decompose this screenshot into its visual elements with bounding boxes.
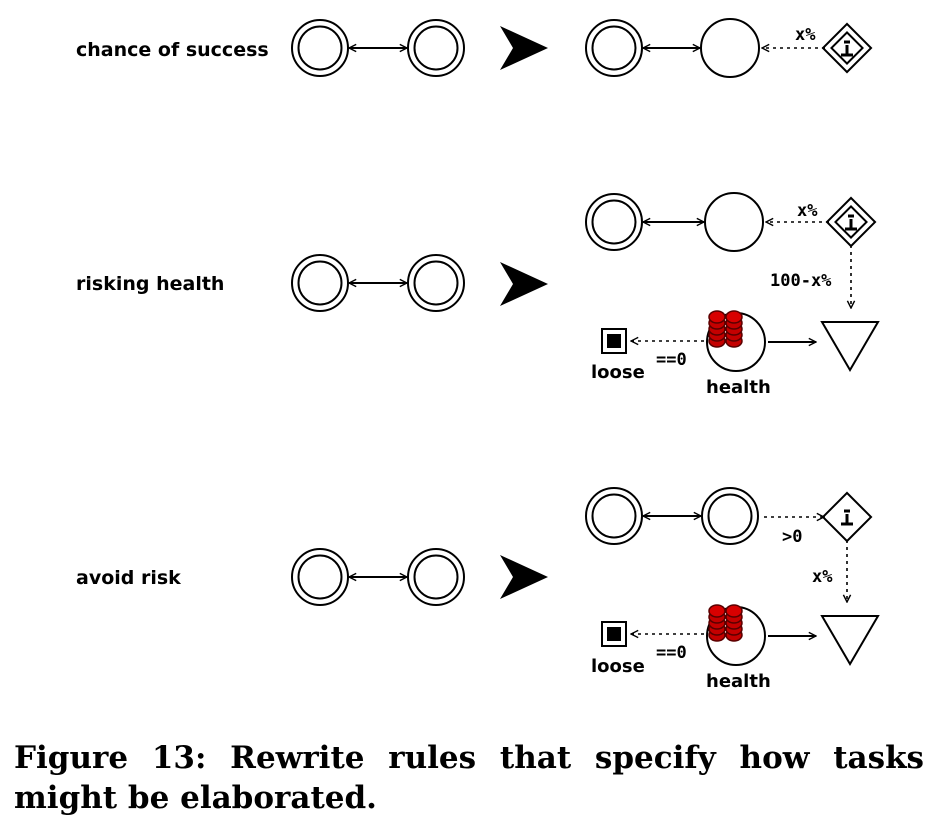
health-tokens-a: [708, 310, 726, 348]
rule-label: avoid risk: [76, 567, 181, 589]
caption-line-1: Figure 13: Rewrite rules that specify ho…: [14, 740, 924, 776]
caption-line-2: might be elaborated.: [14, 780, 377, 816]
rule-label: risking health: [76, 273, 224, 295]
drain-node: [821, 321, 879, 371]
rhs-pool-b: [701, 487, 759, 545]
lose-label: loose: [591, 362, 645, 383]
rewrite-arrow-icon: [500, 26, 548, 70]
lhs-pool-b: [407, 19, 465, 77]
rule-label: chance of success: [76, 39, 269, 61]
health-tokens-b: [725, 604, 743, 642]
lhs-pool-b: [407, 254, 465, 312]
lose-end-node: [601, 621, 627, 647]
rhs-pool: [585, 487, 643, 545]
lose-label: loose: [591, 656, 645, 677]
rewrite-arrow-icon: [500, 555, 548, 599]
health-label: health: [706, 671, 771, 692]
chance-label: x%: [795, 25, 816, 45]
zero-check-label: ==0: [656, 350, 687, 370]
drain-node: [821, 615, 879, 665]
zero-check-label: ==0: [656, 643, 687, 663]
rhs-pool-empty: [704, 192, 764, 252]
lose-end-node: [601, 328, 627, 354]
random-gate-icon: [825, 196, 877, 248]
rule-risking-health: risking health x% 100-x% health ==0 loos…: [76, 192, 879, 398]
lhs-pool-b: [407, 548, 465, 606]
health-tokens-a: [708, 604, 726, 642]
random-gate-icon: [821, 22, 873, 74]
health-tokens-b: [725, 310, 743, 348]
chance-label: x%: [797, 201, 818, 221]
rhs-pool: [585, 193, 643, 251]
chance-label: x%: [812, 567, 833, 587]
rewrite-arrow-icon: [500, 262, 548, 306]
lhs-pool-a: [291, 19, 349, 77]
lhs-pool-a: [291, 254, 349, 312]
rhs-pool: [585, 19, 643, 77]
random-gate-icon: [821, 491, 873, 543]
positive-check-label: >0: [782, 527, 802, 547]
rhs-pool-empty: [700, 18, 760, 78]
rule-avoid-risk: avoid risk >0 x% health ==0 loose: [76, 487, 879, 692]
complement-label: 100-x%: [770, 271, 832, 291]
figure-caption: Figure 13: Rewrite rules that specify ho…: [14, 738, 924, 818]
rule-chance-of-success: chance of success x%: [76, 18, 873, 78]
health-label: health: [706, 377, 771, 398]
lhs-pool-a: [291, 548, 349, 606]
